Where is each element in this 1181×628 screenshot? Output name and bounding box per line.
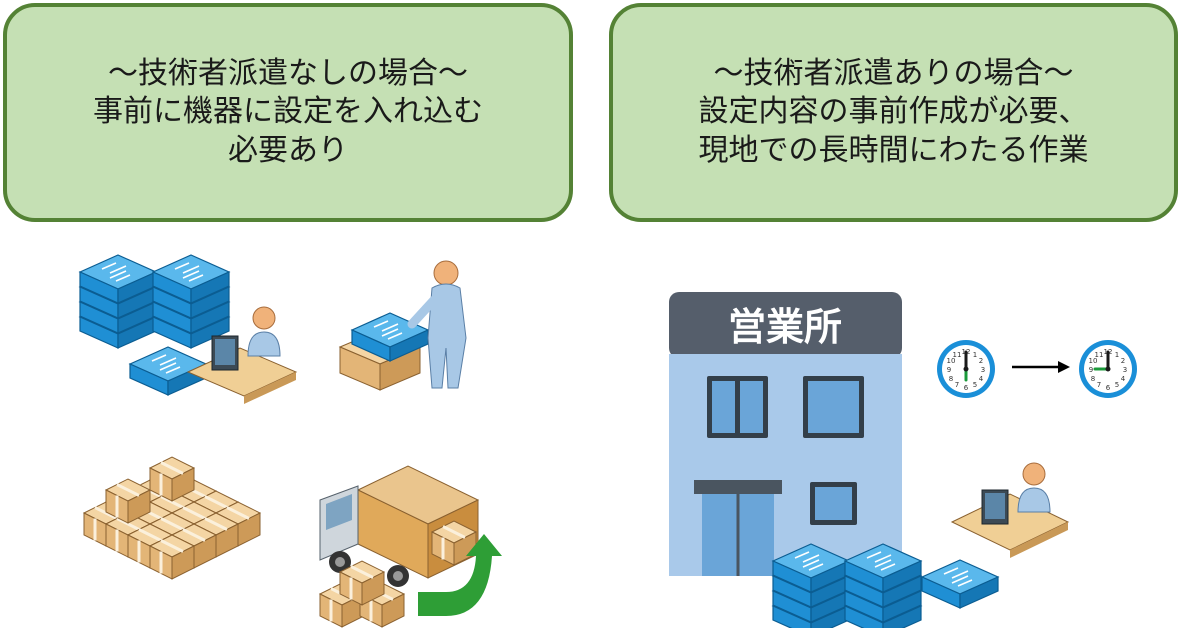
right-callout-line-3: 現地での長時間にわたる作業 bbox=[698, 132, 1089, 168]
right-callout-line-2: 設定内容の事前作成が必要、 bbox=[698, 94, 1089, 130]
left-callout: ～技術者派遣なしの場合～ 事前に機器に設定を入れ込む 必要あり bbox=[3, 3, 573, 222]
cardboard-boxes-pallet-icon bbox=[82, 455, 262, 581]
office-building-icon: 営業所 bbox=[669, 292, 902, 576]
switch-stack-icon bbox=[844, 543, 922, 628]
office-sign: 営業所 bbox=[728, 305, 842, 349]
switch-stack-icon bbox=[79, 254, 157, 349]
clock-icon bbox=[937, 340, 995, 398]
technician-at-desk-icon bbox=[950, 462, 1070, 558]
person-packing-box-icon bbox=[338, 260, 467, 391]
switch-stack-icon bbox=[772, 543, 850, 628]
network-switch-icon bbox=[921, 559, 999, 609]
right-arrow-icon bbox=[1012, 361, 1070, 373]
right-callout: ～技術者派遣ありの場合～ 設定内容の事前作成が必要、 現地での長時間にわたる作業 bbox=[609, 3, 1178, 222]
left-callout-line-3: 必要あり bbox=[228, 132, 348, 168]
green-return-arrow-icon bbox=[418, 534, 502, 616]
switch-stack-icon bbox=[152, 254, 230, 349]
left-callout-line-2: 事前に機器に設定を入れ込む bbox=[93, 94, 483, 130]
technician-at-desk-icon bbox=[186, 306, 298, 404]
delivery-truck-icon bbox=[319, 465, 480, 587]
left-callout-line-1: ～技術者派遣なしの場合～ bbox=[108, 56, 468, 92]
right-callout-line-1: ～技術者派遣ありの場合～ bbox=[713, 56, 1074, 92]
clock-icon bbox=[1079, 340, 1137, 398]
